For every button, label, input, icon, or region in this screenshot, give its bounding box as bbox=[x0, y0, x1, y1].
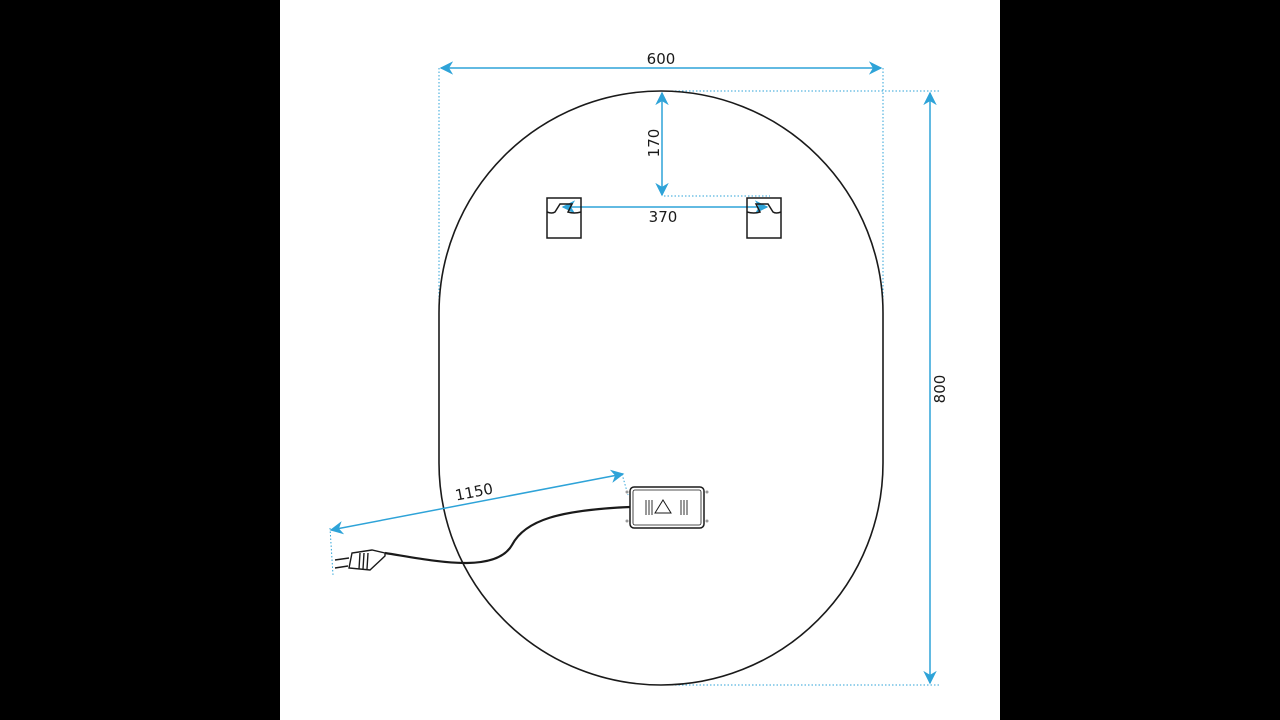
width-label: 600 bbox=[647, 50, 676, 68]
power-supply-box bbox=[625, 486, 709, 529]
plug-icon bbox=[334, 549, 386, 571]
hanger-spacing-label: 370 bbox=[649, 208, 678, 226]
cable-length-label: 1150 bbox=[454, 480, 495, 505]
extension-lines bbox=[329, 68, 940, 686]
height-label: 800 bbox=[931, 375, 949, 404]
hanger-bracket-left bbox=[546, 197, 582, 239]
mirror-outline bbox=[438, 90, 884, 686]
hanger-offset-label: 170 bbox=[645, 129, 663, 158]
drawing-sheet bbox=[280, 0, 1000, 720]
power-cable bbox=[384, 505, 631, 565]
hanger-bracket-right bbox=[746, 197, 782, 239]
cable-length-dimension-line bbox=[329, 469, 625, 535]
warning-icon bbox=[654, 499, 672, 514]
